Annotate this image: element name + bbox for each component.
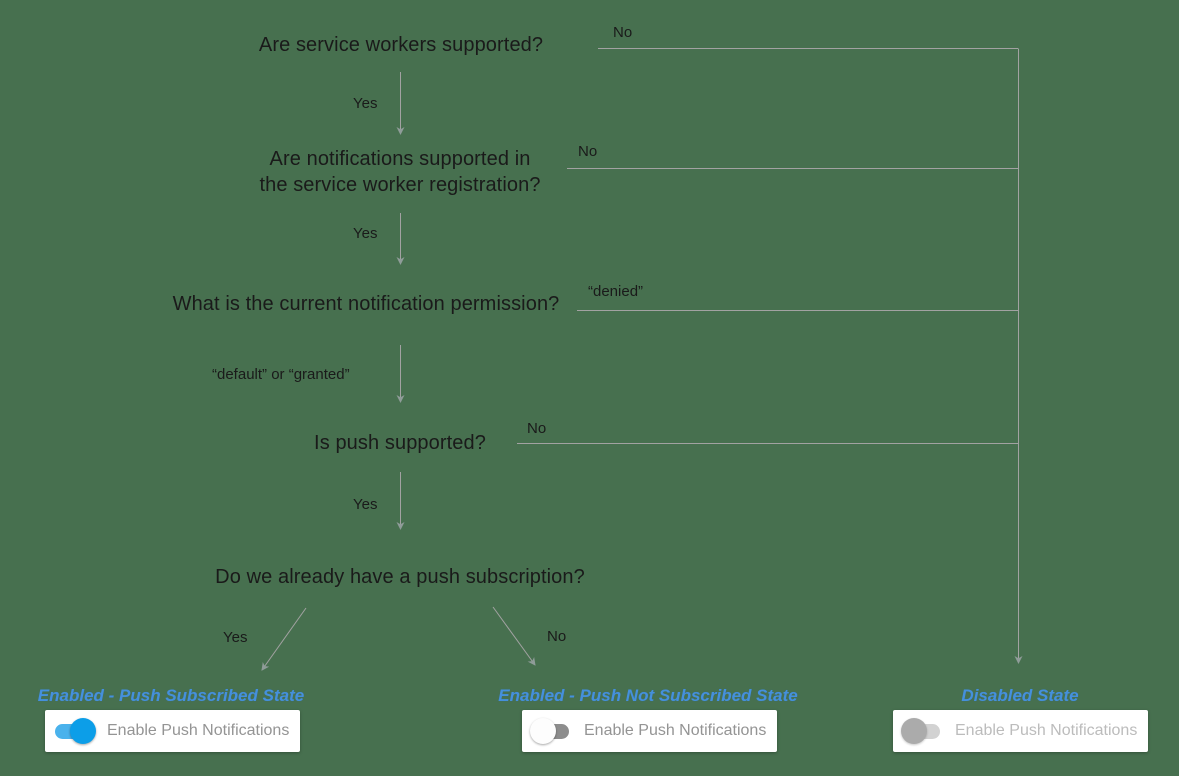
- branch-label-q4-yes: Yes: [353, 496, 378, 513]
- branch-label-q4-no: No: [527, 420, 547, 437]
- connector-q5-no-arrow: [492, 606, 536, 666]
- branch-label-q1-no: No: [613, 24, 633, 41]
- branch-label-q3-default-granted: “default” or “granted”: [212, 366, 350, 383]
- push-toggle-switch-off[interactable]: [530, 718, 576, 744]
- branch-label-q5-no: No: [547, 628, 567, 645]
- branch-label-q3-denied: “denied”: [588, 283, 644, 300]
- state-title-push-subscribed: Enabled - Push Subscribed State: [37, 686, 305, 705]
- branch-label-q2-yes: Yes: [353, 225, 378, 242]
- question-notifications-supported: Are notifications supported in the servi…: [220, 146, 580, 198]
- push-toggle-card-disabled: Enable Push Notifications: [893, 710, 1148, 752]
- push-toggle-switch-on[interactable]: [53, 718, 99, 744]
- question-notifications-line2: the service worker registration?: [259, 174, 541, 196]
- state-title-push-not-subscribed: Enabled - Push Not Subscribed State: [498, 686, 798, 705]
- toggle-knob: [530, 718, 556, 744]
- toggle-label: Enable Push Notifications: [955, 722, 1138, 739]
- push-toggle-card-not-subscribed: Enable Push Notifications: [522, 710, 777, 752]
- connector-q5-yes-arrow: [261, 607, 307, 671]
- push-toggle-switch-disabled: [901, 718, 947, 744]
- toggle-label: Enable Push Notifications: [584, 722, 767, 739]
- branch-label-q5-yes: Yes: [223, 629, 248, 646]
- question-notification-permission: What is the current notification permiss…: [172, 293, 560, 315]
- toggle-knob: [70, 718, 96, 744]
- branch-label-q2-no: No: [578, 143, 598, 160]
- toggle-label: Enable Push Notifications: [107, 722, 290, 739]
- state-title-disabled: Disabled State: [961, 686, 1079, 705]
- toggle-knob: [901, 718, 927, 744]
- branch-label-q1-yes: Yes: [353, 95, 378, 112]
- question-existing-push-subscription: Do we already have a push subscription?: [215, 566, 585, 588]
- question-service-workers-supported: Are service workers supported?: [258, 34, 544, 56]
- question-notifications-line1: Are notifications supported in: [269, 148, 531, 170]
- push-toggle-card-subscribed: Enable Push Notifications: [45, 710, 300, 752]
- question-push-supported: Is push supported?: [314, 432, 486, 454]
